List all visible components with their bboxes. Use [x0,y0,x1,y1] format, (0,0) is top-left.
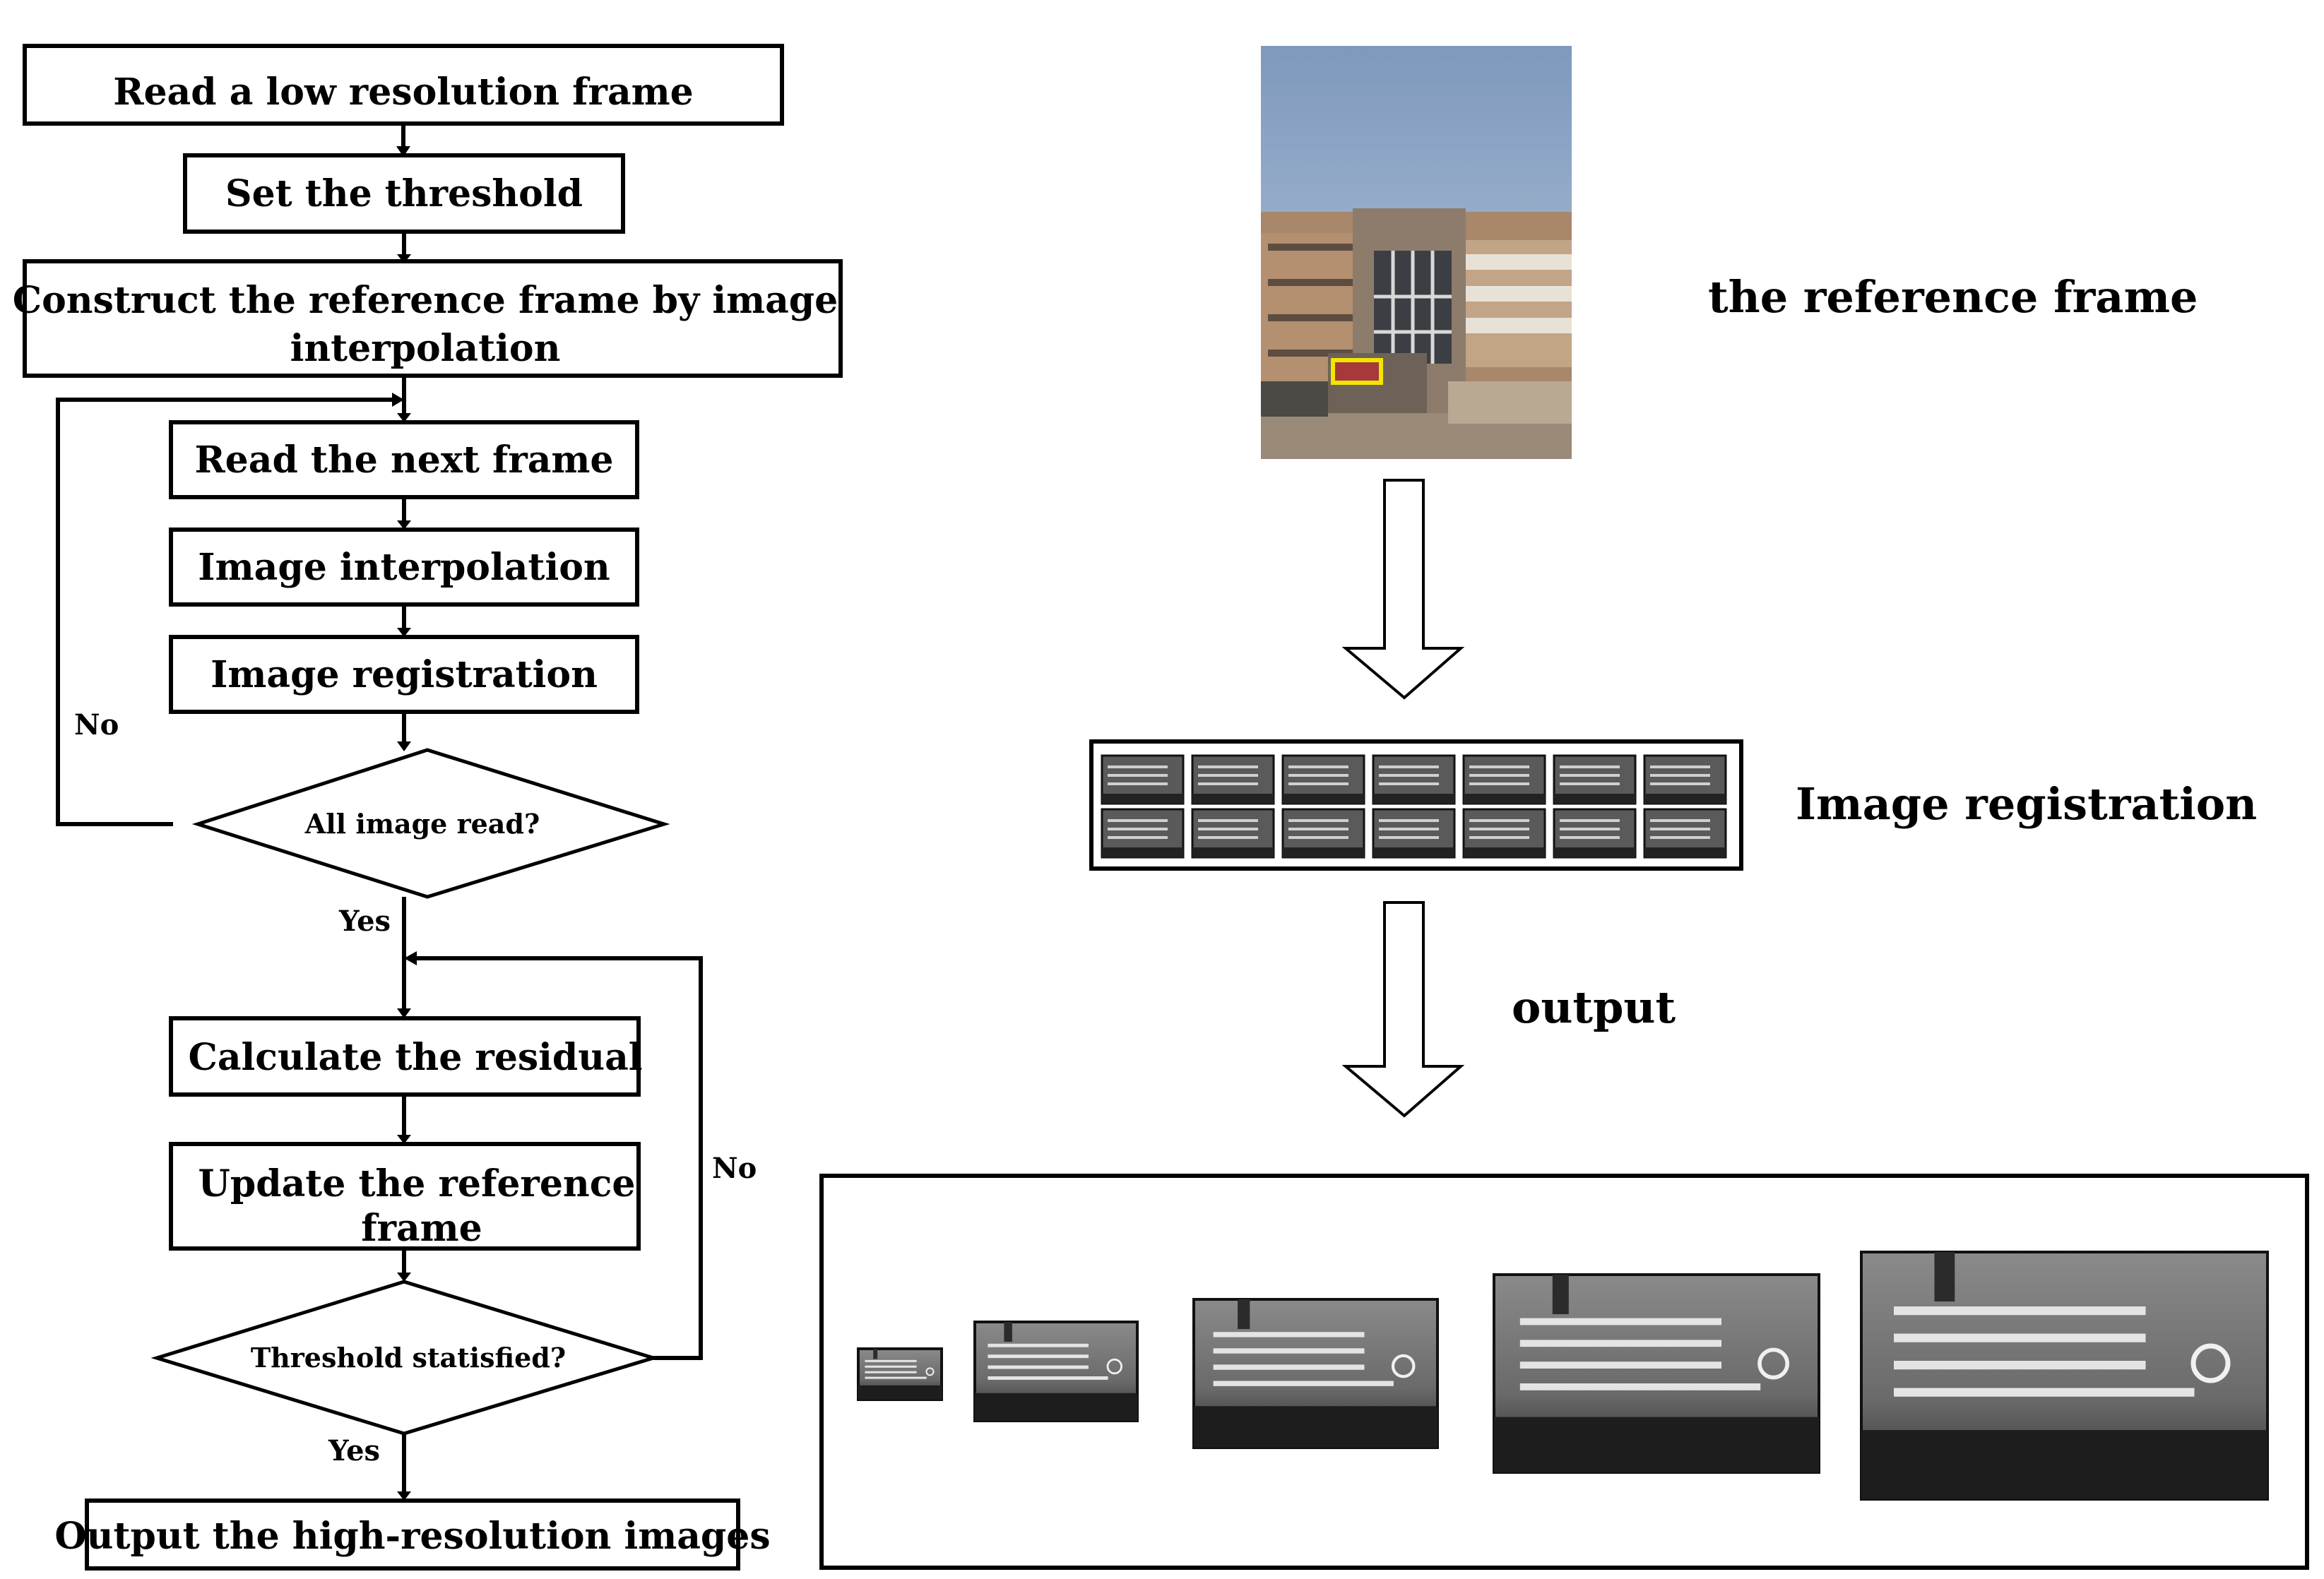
decision2-no-label: No [712,1152,757,1185]
decision1-yes-label: Yes [338,905,391,938]
decision1-no-label: No [74,708,119,741]
output-resolution-thumb [1192,1298,1439,1449]
loop-no-arrowhead-2 [404,951,417,965]
down-arrow-2 [1341,901,1465,1118]
arrowhead-d1-7 [397,1008,411,1018]
registration-frame-thumb [1372,754,1456,805]
output-resolution-thumb [857,1347,943,1401]
output-resolution-thumb [1860,1251,2269,1501]
decision-all-images-read: All image read? [191,748,670,899]
arrowhead-d2-9 [397,1491,411,1501]
decision-threshold-satisfied: Threshold statisfied? [150,1280,660,1436]
arrowhead-6-d1 [397,741,411,751]
registration-frame-thumb [1281,754,1365,805]
highlight-box [1331,358,1383,385]
registration-frame-thumb [1553,808,1637,859]
right-panel: the reference frame Image registration o… [819,46,2309,1570]
registration-frame-thumb [1643,754,1727,805]
step-update-reference-line2: frame [361,1207,482,1250]
step-read-next-frame-label: Read the next frame [194,439,613,482]
step-update-reference-line1: Update the reference [198,1162,636,1205]
output-resolution-thumb [973,1321,1139,1422]
step-calculate-residual-label: Calculate the residual [188,1036,642,1079]
decision2-yes-label: Yes [328,1434,380,1467]
registration-frame-thumb [1553,754,1637,805]
decision-threshold-satisfied-label: Threshold statisfied? [251,1342,566,1374]
arrowhead-8-d2 [397,1273,411,1282]
step-construct-reference-frame: Construct the reference frame by image i… [13,259,843,378]
loop-no-arrowhead-1 [392,393,404,407]
loop-no-line-2 [411,956,703,1360]
step-construct-reference-line1: Construct the reference frame by image [13,279,838,322]
step-read-low-res-frame: Read a low resolution frame [23,44,784,126]
arrowhead-4-5 [397,520,411,530]
output-label: output [1512,982,1676,1033]
registration-strip [1089,739,1743,871]
registration-frame-thumb [1101,754,1185,805]
registration-thumbnails [1101,754,1727,859]
output-resolution-thumb [1493,1273,1820,1474]
arrowhead-3-4 [397,413,411,422]
registration-frame-thumb [1643,808,1727,859]
down-arrow-1 [1341,479,1465,700]
step-image-interpolation: Image interpolation [169,528,639,607]
step-read-low-res-frame-label: Read a low resolution frame [113,71,694,114]
registration-frame-thumb [1462,754,1546,805]
step-construct-reference-line2: interpolation [290,327,561,370]
registration-frame-thumb [1372,808,1456,859]
step-update-reference-frame: Update the reference frame [169,1142,641,1251]
arrowhead-1-2 [396,146,410,157]
reference-frame-photo [1261,46,1572,459]
step-output-high-res-images-label: Output the high-resolution images [54,1515,770,1558]
arrowhead-7-8 [397,1135,411,1144]
step-set-threshold: Set the threshold [183,153,625,234]
step-output-high-res-images: Output the high-resolution images [54,1498,771,1571]
step-set-threshold-label: Set the threshold [225,172,583,215]
step-read-next-frame: Read the next frame [169,420,639,499]
step-calculate-residual: Calculate the residual [169,1016,643,1097]
registration-frame-thumb [1101,808,1185,859]
loop-no-line-1 [56,398,397,826]
registration-frame-thumb [1191,808,1275,859]
reference-frame-label: the reference frame [1708,271,2198,323]
step-image-registration-label: Image registration [211,653,598,696]
flowchart: Read a low resolution frame Set the thre… [13,44,843,1571]
registration-frame-thumb [1191,754,1275,805]
arrowhead-2-3 [397,254,411,263]
decision-all-images-read-label: All image read? [304,808,540,840]
registration-label: Image registration [1796,778,2257,830]
output-thumbnails [857,1251,2269,1501]
arrowhead-5-6 [397,628,411,637]
step-image-interpolation-label: Image interpolation [198,546,610,589]
registration-frame-thumb [1281,808,1365,859]
output-panel [819,1174,2309,1570]
registration-frame-thumb [1462,808,1546,859]
step-image-registration: Image registration [169,635,639,714]
